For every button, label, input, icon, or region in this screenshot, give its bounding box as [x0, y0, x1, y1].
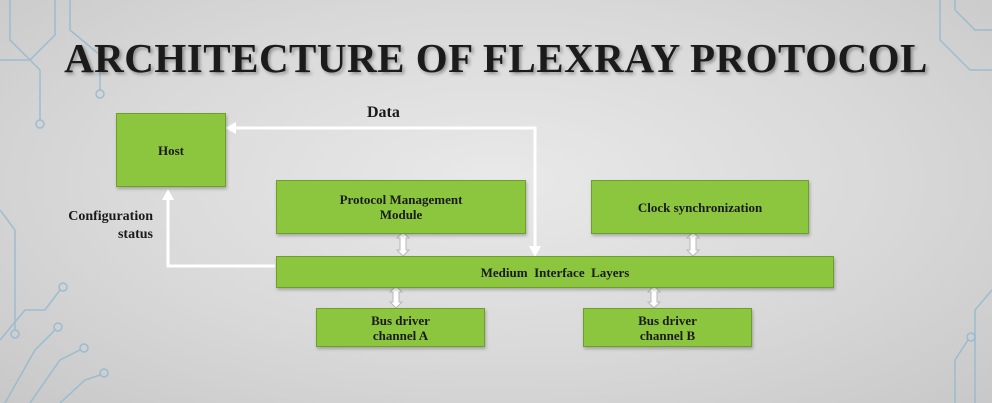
page-title: ARCHITECTURE OF FLEXRAY PROTOCOL [64, 35, 928, 81]
bus-driver-channel-b-block: Bus driver channel B [583, 308, 752, 347]
data-label: Data [367, 104, 400, 121]
mil-busa-connector [388, 285, 404, 309]
bus-a-label-line2: channel A [372, 327, 429, 343]
host-block: Host [116, 113, 226, 187]
protocol-management-module-block: Protocol Management Module [276, 180, 526, 234]
config-arrowhead-host [162, 189, 174, 200]
configuration-label: Configuration [68, 209, 153, 224]
host-label: Host [158, 142, 184, 158]
clock-synchronization-block: Clock synchronization [591, 180, 809, 234]
bus-a-label-line1: Bus driver [371, 312, 430, 328]
clock-label: Clock synchronization [637, 199, 763, 215]
data-arrowhead-host [225, 122, 236, 134]
pmm-label-line1: Protocol Management [339, 192, 463, 207]
clock-mil-connector [685, 231, 701, 257]
config-status-arrow [166, 198, 275, 268]
pmm-mil-connector [395, 231, 411, 257]
data-arrow [234, 126, 537, 250]
bus-driver-channel-a-block: Bus driver channel A [316, 308, 485, 347]
bus-b-label-line2: channel B [639, 327, 696, 343]
data-arrowhead-mil [529, 246, 541, 257]
status-label: status [117, 227, 153, 242]
mil-busb-connector [646, 285, 662, 309]
bus-b-label-line1: Bus driver [638, 312, 697, 328]
mil-label: Medium Interface Layers [480, 264, 630, 280]
medium-interface-layers-block: Medium Interface Layers [276, 256, 834, 288]
pmm-label-line2: Module [379, 207, 423, 222]
configuration-status-label: Configuration status [33, 208, 153, 244]
